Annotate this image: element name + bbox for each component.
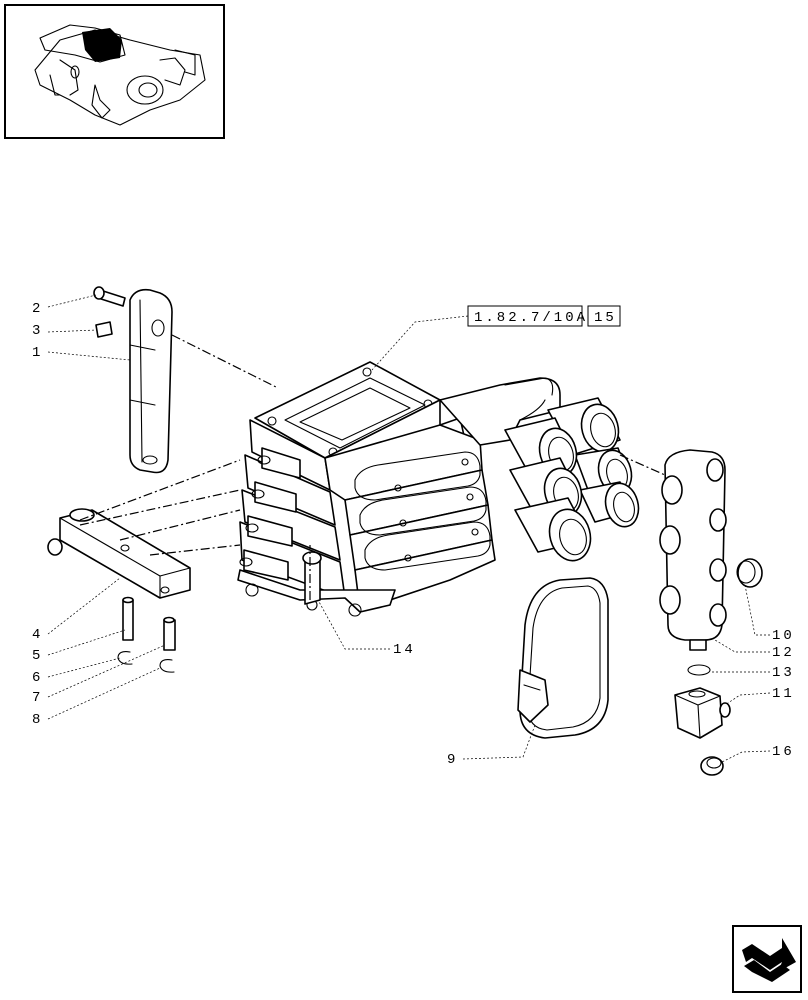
part-8-clip xyxy=(159,659,175,673)
part-6-clip xyxy=(117,651,133,665)
quick-couplings xyxy=(504,397,640,562)
part-7-pin xyxy=(163,616,176,651)
part-4-lever-bar xyxy=(47,508,191,599)
callout-6: 6 xyxy=(32,670,43,686)
callout-9: 9 xyxy=(447,752,458,768)
part-16-plug xyxy=(700,756,724,776)
callout-5: 5 xyxy=(32,648,43,664)
part-13-o-ring xyxy=(687,664,711,676)
part-3-nut xyxy=(95,321,113,338)
callout-leaders xyxy=(47,294,771,763)
callout-12: 12 xyxy=(772,645,795,661)
part-12-manifold xyxy=(659,449,727,651)
reference-sheet: 15 xyxy=(594,310,617,326)
callout-13: 13 xyxy=(772,665,795,681)
callout-1: 1 xyxy=(32,345,43,361)
part-9-gasket xyxy=(517,577,609,739)
reference-box[interactable]: 1.82.7/10A 15 xyxy=(371,305,621,371)
control-valve-assembly xyxy=(237,361,561,617)
callout-11: 11 xyxy=(772,686,795,702)
callout-2: 2 xyxy=(32,301,43,317)
callout-10: 10 xyxy=(772,628,795,644)
callout-16: 16 xyxy=(772,744,795,760)
assembly-centerlines xyxy=(79,334,666,600)
part-1-bracket xyxy=(129,288,173,474)
part-10-cap xyxy=(736,558,763,588)
next-page-arrow-icon[interactable] xyxy=(732,925,802,993)
assembly-thumbnail-icon[interactable] xyxy=(4,4,225,139)
part-11-valve-block xyxy=(674,687,731,739)
callout-7: 7 xyxy=(32,690,43,706)
callout-8: 8 xyxy=(32,712,43,728)
callout-3: 3 xyxy=(32,323,43,339)
part-2-bolt xyxy=(93,286,126,307)
callout-labels: 2 3 1 4 5 6 7 8 9 10 11 12 13 14 16 xyxy=(32,301,795,768)
reference-code: 1.82.7/10A xyxy=(474,310,588,326)
part-5-pin xyxy=(122,596,134,641)
callout-4: 4 xyxy=(32,627,43,643)
callout-14: 14 xyxy=(393,642,416,658)
